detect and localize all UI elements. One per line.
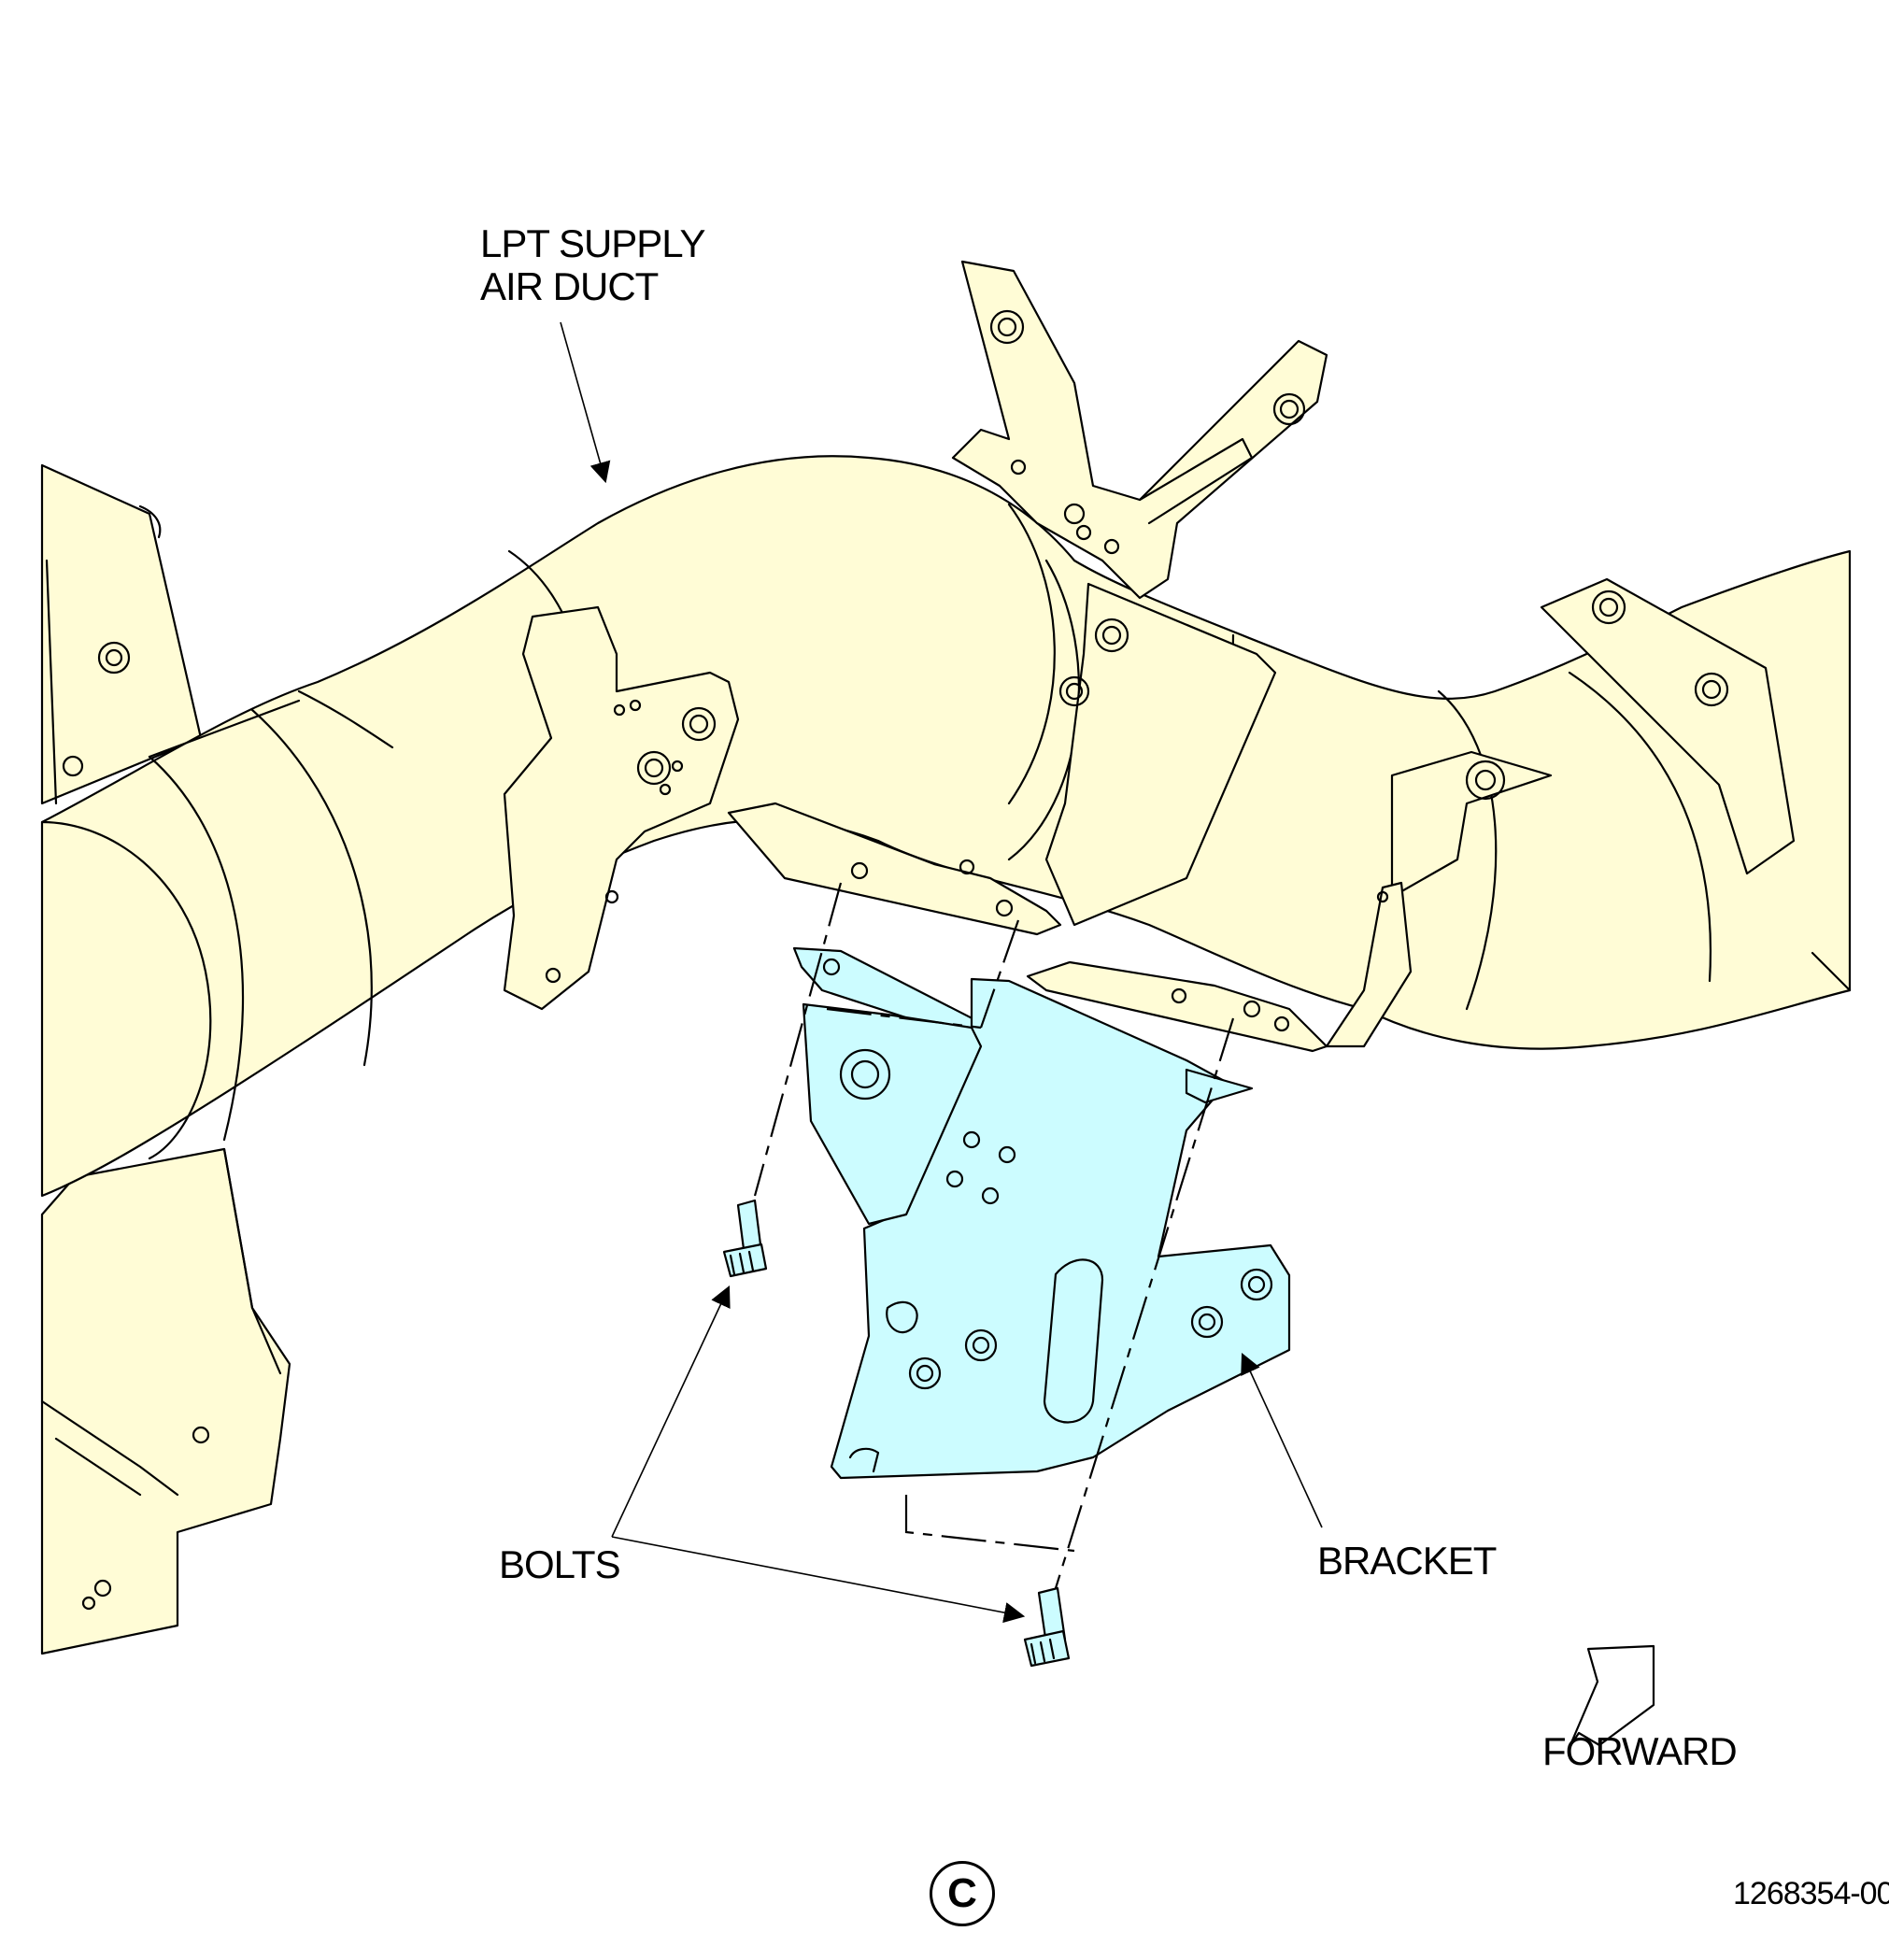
view-indicator: C: [930, 1861, 995, 1926]
duct-label-line-2: AIR DUCT: [480, 264, 659, 308]
lpt-supply-air-duct: [40, 260, 1852, 1655]
alignment-lines: [753, 882, 1235, 1589]
forward-label: FORWARD: [1542, 1729, 1738, 1773]
mating-flange-right: [1026, 960, 1328, 1053]
duct-label-line-1: LPT SUPPLY: [480, 221, 706, 265]
bracket-right-tab: [1185, 1068, 1254, 1104]
figure-number: 1268354-00: [1733, 1876, 1889, 1911]
bolts-label: BOLTS: [499, 1542, 621, 1586]
bracket: [792, 946, 1291, 1480]
center-clamp: [1044, 582, 1277, 927]
bolt-lower: [1023, 1586, 1071, 1668]
bracket-label: BRACKET: [1317, 1539, 1497, 1583]
bolt-upper: [722, 1199, 768, 1278]
top-clamp: [951, 260, 1328, 600]
bracket-slot: [1043, 1258, 1104, 1424]
right-clamp: [1540, 577, 1796, 875]
left-clamp: [503, 605, 740, 1011]
mating-flange-left: [727, 802, 1062, 936]
lower-left-frame: [40, 1147, 291, 1655]
leader-lines: [560, 321, 1323, 1624]
duct-label: LPT SUPPLY AIR DUCT: [480, 221, 706, 308]
forward-arrow: [1568, 1644, 1655, 1749]
